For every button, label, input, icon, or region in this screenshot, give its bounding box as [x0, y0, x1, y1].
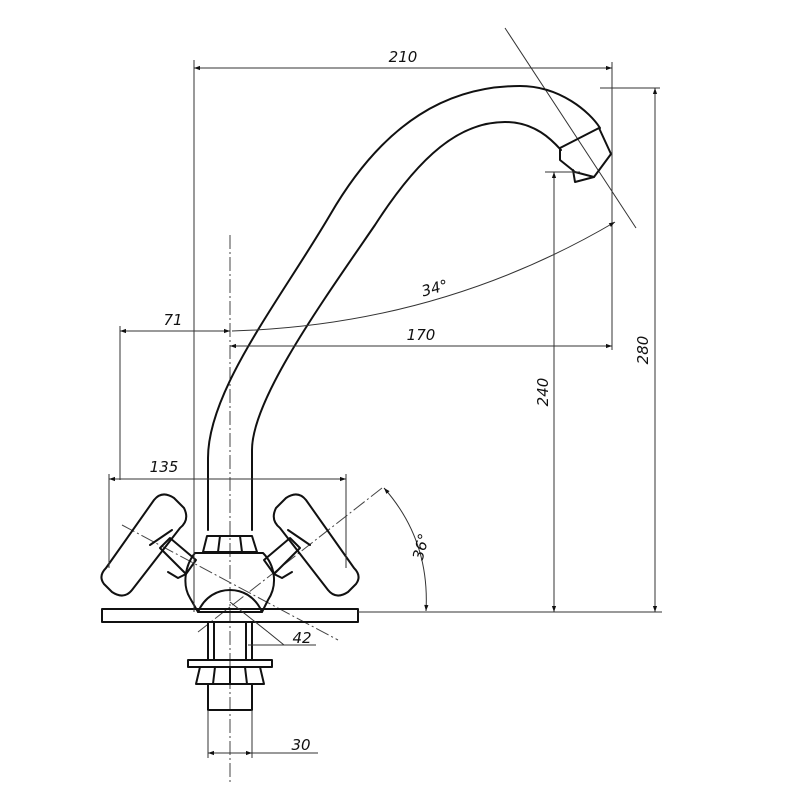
handle-axis-left-centerline	[121, 524, 339, 641]
angle-36: 36°	[383, 487, 433, 612]
left-handle-stem	[159, 537, 197, 575]
dimension-280: 280	[600, 87, 660, 612]
dimension-42: 42	[229, 601, 316, 647]
dimension-label-135: 135	[150, 458, 179, 476]
spout-inner-contour	[251, 121, 562, 531]
dimension-label-71: 71	[163, 311, 182, 329]
dimension-240: 240	[534, 171, 580, 612]
aerator-axis-line	[504, 27, 637, 229]
handle-axis-right-centerline	[197, 487, 383, 633]
aerator-tip	[572, 169, 595, 183]
right-handle-stem	[263, 537, 301, 575]
angle-label-36: 36°	[409, 532, 433, 562]
fixing-nut	[195, 666, 265, 685]
right-handle	[272, 493, 360, 597]
dimension-label-170: 170	[407, 326, 436, 344]
spout-outer-contour	[207, 85, 601, 531]
aerator-nozzle	[559, 127, 612, 178]
connection-pipe	[207, 683, 253, 711]
dimension-label-30: 30	[291, 736, 310, 754]
body-base-dome	[197, 589, 263, 613]
dimension-label-240: 240	[534, 378, 552, 407]
left-handle	[100, 493, 188, 597]
angle-34: 34°	[231, 221, 616, 332]
dimension-label-42: 42	[292, 629, 311, 647]
faucet-outline	[100, 85, 612, 711]
dimension-170: 170	[230, 326, 612, 349]
dimension-label-210: 210	[389, 48, 418, 66]
dimension-135: 135	[108, 458, 347, 568]
dimension-210: 210	[193, 48, 613, 612]
dimension-label-280: 280	[634, 336, 652, 365]
dimension-30: 30	[207, 710, 318, 758]
dimension-71: 71	[119, 311, 230, 480]
